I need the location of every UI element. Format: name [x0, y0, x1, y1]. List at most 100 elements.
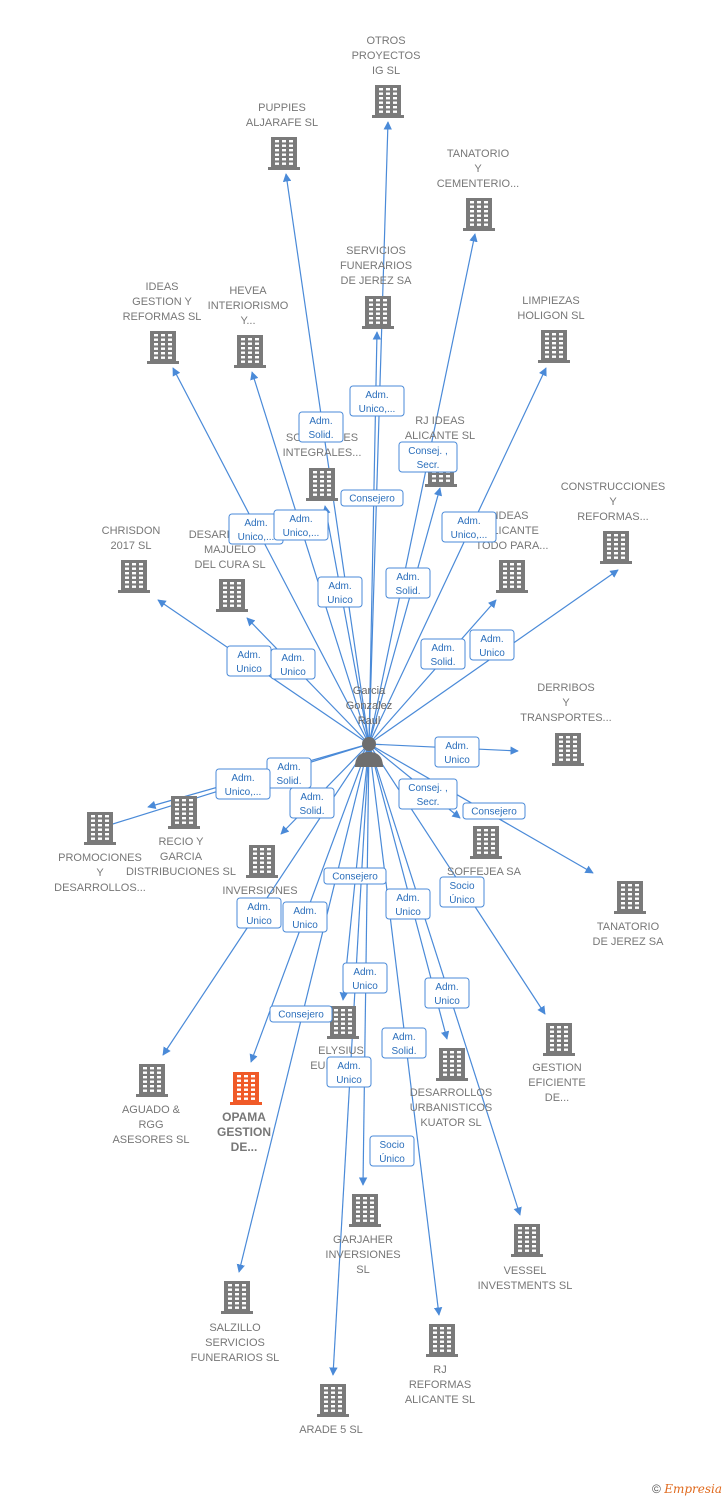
- company-label[interactable]: AGUADO &: [122, 1104, 181, 1116]
- role-label[interactable]: Adm.Solid.: [266, 757, 312, 789]
- company-label[interactable]: PROYECTOS: [352, 50, 421, 62]
- company-label[interactable]: GESTION: [217, 1125, 271, 1139]
- role-label[interactable]: Adm.Solid.: [420, 638, 466, 670]
- company-label[interactable]: IDEAS: [495, 510, 528, 522]
- role-label[interactable]: Adm.Unico: [270, 648, 316, 680]
- person-name[interactable]: Raul: [358, 715, 381, 727]
- role-label[interactable]: Adm.Unico: [424, 977, 470, 1009]
- company-node-tanatorio1[interactable]: TANATORIO Y CEMENTERIO...: [437, 148, 520, 231]
- company-node-hevea[interactable]: HEVEAINTERIORISMOY...: [208, 285, 289, 368]
- company-label[interactable]: DE JEREZ SA: [593, 936, 665, 948]
- company-label[interactable]: OPAMA: [222, 1110, 266, 1124]
- company-node-construcciones[interactable]: CONSTRUCCIONES Y REFORMAS...: [561, 481, 666, 564]
- role-label[interactable]: Adm.Unico,...: [441, 511, 497, 543]
- company-node-chrisdon[interactable]: CHRISDON 2017 SL: [102, 525, 161, 593]
- company-label[interactable]: GARJAHER: [333, 1234, 393, 1246]
- company-label[interactable]: ARADE 5 SL: [299, 1424, 363, 1436]
- role-label[interactable]: Adm.Solid.: [381, 1027, 427, 1059]
- company-label[interactable]: RJ IDEAS: [415, 415, 465, 427]
- company-label[interactable]: TRANSPORTES...: [520, 712, 611, 724]
- person-name[interactable]: Garcia: [353, 685, 386, 697]
- company-node-ideasalicante[interactable]: IDEAS ALICANTE TODO PARA...: [476, 510, 549, 593]
- company-label[interactable]: ALICANTE SL: [405, 430, 475, 442]
- company-label[interactable]: INTEGRALES...: [283, 447, 362, 459]
- company-node-otros[interactable]: OTROS PROYECTOS IG SL: [352, 35, 421, 118]
- company-label[interactable]: HEVEA: [229, 285, 267, 297]
- company-label[interactable]: 2017 SL: [111, 540, 152, 552]
- role-label[interactable]: Adm.Unico: [469, 629, 515, 661]
- brand-logo[interactable]: Empresia: [664, 1482, 722, 1496]
- company-label[interactable]: SERVICIOS: [346, 245, 406, 257]
- company-label[interactable]: VESSEL: [504, 1265, 547, 1277]
- company-label[interactable]: PROMOCIONES: [58, 852, 142, 864]
- company-label[interactable]: DE...: [231, 1140, 258, 1154]
- company-label[interactable]: CHRISDON: [102, 525, 161, 537]
- company-label[interactable]: KUATOR SL: [420, 1117, 481, 1129]
- company-label[interactable]: GESTION Y: [132, 296, 192, 308]
- company-label[interactable]: DE JEREZ SA: [341, 275, 413, 287]
- company-node-gestion[interactable]: GESTIONEFICIENTEDE...: [528, 1023, 586, 1104]
- company-label[interactable]: DE...: [545, 1092, 569, 1104]
- role-label[interactable]: Adm.Unico: [317, 576, 363, 608]
- company-label[interactable]: PUPPIES: [258, 102, 306, 114]
- company-label[interactable]: TANATORIO: [447, 148, 510, 160]
- company-label[interactable]: INTERIORISMO: [208, 300, 289, 312]
- company-label[interactable]: SOFFEJEA SA: [447, 866, 522, 878]
- role-label[interactable]: Adm.Solid.: [298, 411, 344, 443]
- role-label[interactable]: Adm.Solid.: [289, 787, 335, 819]
- company-label[interactable]: OTROS: [366, 35, 405, 47]
- company-label[interactable]: MAJUELO: [204, 544, 256, 556]
- company-node-puppies[interactable]: PUPPIES ALJARAFE SL: [246, 102, 318, 170]
- company-label[interactable]: DEL CURA SL: [194, 559, 265, 571]
- company-label[interactable]: ALICANTE: [485, 525, 539, 537]
- role-label[interactable]: Adm.Unico: [236, 897, 282, 929]
- role-label[interactable]: Adm.Unico: [342, 962, 388, 994]
- company-node-servicios[interactable]: SERVICIOS FUNERARIOS DE JEREZ SA: [340, 245, 412, 329]
- company-label[interactable]: TODO PARA...: [476, 540, 549, 552]
- company-label[interactable]: IG SL: [372, 65, 400, 77]
- company-label[interactable]: SERVICIOS: [205, 1337, 265, 1349]
- company-label[interactable]: Y: [562, 697, 570, 709]
- company-label[interactable]: GARCIA: [160, 851, 203, 863]
- company-label[interactable]: REFORMAS...: [577, 511, 649, 523]
- role-label[interactable]: Adm.Unico: [385, 888, 431, 920]
- person-name[interactable]: Gonzalez: [346, 700, 392, 712]
- company-label[interactable]: Y: [609, 496, 617, 508]
- company-label[interactable]: CONSTRUCCIONES: [561, 481, 666, 493]
- company-node-opama[interactable]: OPAMAGESTIONDE...: [217, 1072, 271, 1154]
- company-label[interactable]: RJ: [433, 1364, 446, 1376]
- role-label[interactable]: Consejero: [340, 489, 404, 507]
- role-label[interactable]: Adm.Unico,...: [215, 768, 271, 800]
- company-label[interactable]: CEMENTERIO...: [437, 178, 520, 190]
- role-label[interactable]: Adm.Unico,...: [228, 513, 284, 545]
- company-label[interactable]: Y: [96, 867, 104, 879]
- company-node-soffejea[interactable]: SOFFEJEA SA: [447, 826, 522, 878]
- company-label[interactable]: DERRIBOS: [537, 682, 594, 694]
- company-label[interactable]: ALJARAFE SL: [246, 117, 318, 129]
- company-label[interactable]: DESARROLLOS...: [54, 882, 146, 894]
- role-label[interactable]: Adm.Unico: [226, 645, 272, 677]
- company-label[interactable]: FUNERARIOS: [340, 260, 412, 272]
- company-node-promociones[interactable]: PROMOCIONES Y DESARROLLOS...: [54, 812, 146, 894]
- company-label[interactable]: URBANISTICOS: [410, 1102, 493, 1114]
- company-node-elysius[interactable]: ELYSIUSEUROPA SL: [310, 1006, 372, 1072]
- company-label[interactable]: ELYSIUS: [318, 1045, 364, 1057]
- role-label[interactable]: Adm.Unico: [282, 901, 328, 933]
- role-label[interactable]: Adm.Unico: [434, 736, 480, 768]
- company-label[interactable]: IDEAS: [145, 281, 178, 293]
- company-label[interactable]: EFICIENTE: [528, 1077, 585, 1089]
- company-label[interactable]: INVERSIONES: [325, 1249, 400, 1261]
- role-label[interactable]: Adm.Solid.: [385, 567, 431, 599]
- company-label[interactable]: Y: [474, 163, 482, 175]
- company-label[interactable]: FUNERARIOS SL: [191, 1352, 280, 1364]
- company-label[interactable]: ALICANTE SL: [405, 1394, 475, 1406]
